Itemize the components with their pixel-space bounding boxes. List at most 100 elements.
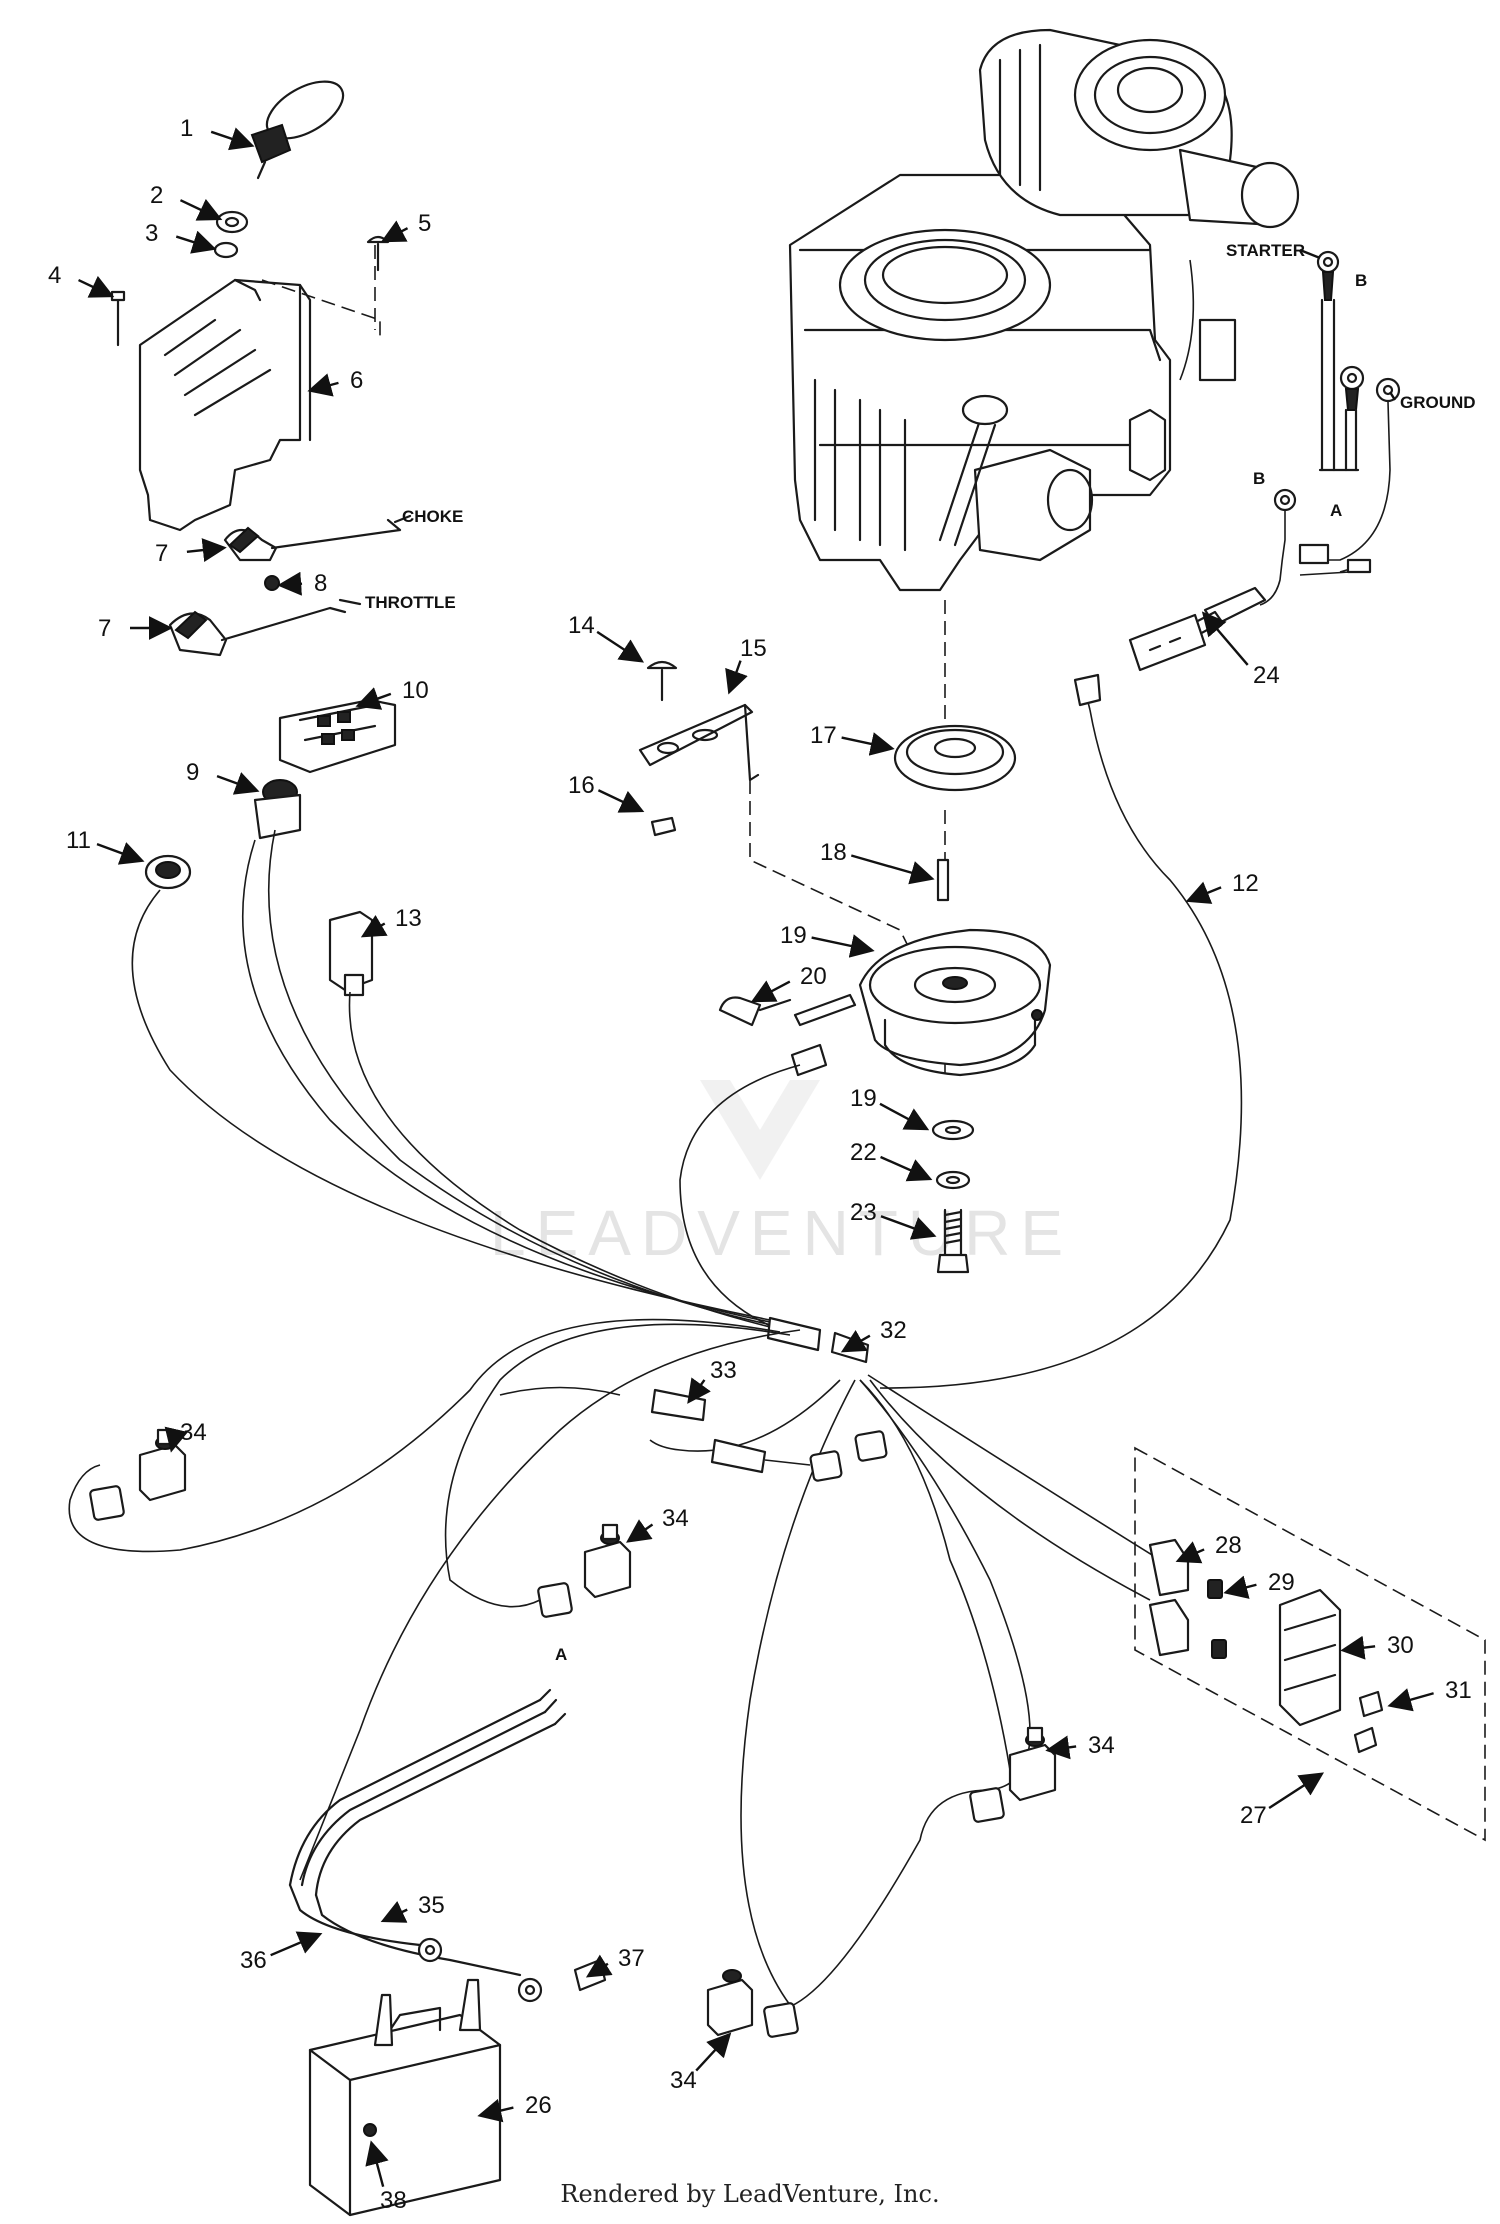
callout-9-arrow	[216, 772, 260, 795]
callout-30-arrow	[1340, 1635, 1376, 1660]
callout-37-arrow	[585, 1954, 613, 1978]
callout-29-arrow	[1223, 1575, 1257, 1599]
starter-label: STARTER	[1226, 241, 1305, 260]
footer-credit: Rendered by LeadVenture, Inc.	[560, 2180, 940, 2208]
callout-7: 7	[98, 615, 111, 642]
callout-34-arrow	[1045, 1735, 1077, 1760]
callout-38: 38	[380, 2187, 407, 2214]
callout-22-arrow	[880, 1155, 933, 1182]
ground-label: GROUND	[1400, 393, 1476, 412]
callout-32: 32	[880, 1317, 907, 1344]
callout-24: 24	[1253, 662, 1280, 689]
switches	[144, 698, 397, 997]
callout-35: 35	[418, 1892, 445, 1919]
engine	[788, 28, 1300, 592]
callout-12-arrow	[1185, 881, 1222, 904]
callout-34: 34	[662, 1505, 689, 1532]
callout-32-arrow	[840, 1330, 871, 1353]
pto-clutch	[718, 928, 1052, 1274]
choke-label: CHOKE	[402, 507, 463, 526]
callout-1-arrow	[210, 127, 255, 151]
callout-11: 11	[66, 827, 91, 854]
callout-34-arrow	[695, 2032, 732, 2072]
callout-28-arrow	[1175, 1541, 1205, 1564]
callout-37: 37	[618, 1945, 645, 1972]
callout-29: 29	[1268, 1569, 1295, 1596]
relay-34-d	[706, 1969, 799, 2038]
callout-28: 28	[1215, 1532, 1242, 1559]
callout-35-arrow	[380, 1900, 408, 1923]
starter-ground-cables: STARTER B GROUND A B	[1128, 241, 1476, 672]
callout-26: 26	[525, 2092, 552, 2119]
callout-6-arrow	[307, 373, 339, 397]
callout-numbers: 1234567789101112131415161718191920222324…	[48, 115, 1472, 2214]
relay-34-b	[537, 1523, 632, 1618]
callout-4: 4	[48, 262, 61, 289]
callout-13: 13	[395, 905, 422, 932]
callout-33-arrow	[687, 1377, 711, 1404]
callout-7-arrow	[186, 538, 227, 562]
callout-2: 2	[150, 182, 163, 209]
callout-19-arrow	[811, 934, 875, 958]
callout-15: 15	[740, 635, 767, 662]
starter-leader	[1299, 248, 1321, 260]
callout-33: 33	[710, 1357, 737, 1384]
terminal-a-label-cable: A	[555, 1645, 567, 1664]
callout-23: 23	[850, 1199, 877, 1226]
callout-13-arrow	[360, 914, 388, 938]
callout-4-arrow	[78, 275, 115, 298]
callout-19: 19	[850, 1085, 877, 1112]
callout-34: 34	[1088, 1732, 1115, 1759]
callout-24-arrow	[1201, 611, 1249, 666]
callout-12: 12	[1232, 870, 1259, 897]
callout-18: 18	[820, 839, 847, 866]
callout-5: 5	[418, 210, 431, 237]
terminal-b-label-top: B	[1355, 271, 1367, 290]
callout-14-arrow	[596, 630, 645, 663]
callout-15-arrow	[725, 660, 748, 695]
callout-26-arrow	[477, 2098, 514, 2123]
callout-34-arrow	[626, 1519, 654, 1543]
callout-7: 7	[155, 540, 168, 567]
callout-36-arrow	[270, 1931, 323, 1957]
callout-27-arrow	[1268, 1772, 1325, 1810]
pulley-and-key	[893, 724, 1017, 902]
relay-34-c	[969, 1726, 1057, 1823]
callout-36: 36	[240, 1947, 267, 1974]
callout-20: 20	[800, 963, 827, 990]
watermark-logo	[700, 1080, 820, 1180]
callout-34: 34	[180, 1419, 207, 1446]
callout-22: 22	[850, 1139, 877, 1166]
callout-1: 1	[180, 115, 193, 142]
callout-20-arrow	[750, 980, 791, 1003]
callout-23-arrow	[880, 1215, 937, 1240]
callout-34-arrow	[164, 1426, 189, 1453]
callout-6: 6	[350, 367, 363, 394]
callout-3: 3	[145, 220, 158, 247]
callout-14: 14	[568, 612, 595, 639]
callout-27: 27	[1240, 1802, 1267, 1829]
callout-10-arrow	[355, 687, 392, 710]
callout-9: 9	[186, 759, 199, 786]
callout-5-arrow	[380, 220, 409, 243]
callout-10: 10	[402, 677, 429, 704]
callout-18-arrow	[850, 854, 935, 885]
callout-8: 8	[314, 570, 327, 597]
clutch-bracket	[638, 660, 916, 961]
callout-30: 30	[1387, 1632, 1414, 1659]
callout-19: 19	[780, 922, 807, 949]
callout-16-arrow	[597, 789, 645, 813]
callout-31: 31	[1445, 1677, 1472, 1704]
callout-31-arrow	[1387, 1688, 1434, 1712]
callout-16: 16	[568, 772, 595, 799]
relays	[89, 1428, 1057, 2038]
callout-38-arrow	[365, 2140, 389, 2188]
callout-2-arrow	[179, 198, 223, 221]
callout-17-arrow	[841, 732, 895, 756]
battery-and-cables: A	[288, 1645, 607, 2217]
throttle-label: THROTTLE	[365, 593, 456, 612]
callout-34: 34	[670, 2067, 697, 2094]
main-wire-harness	[68, 673, 1243, 2011]
